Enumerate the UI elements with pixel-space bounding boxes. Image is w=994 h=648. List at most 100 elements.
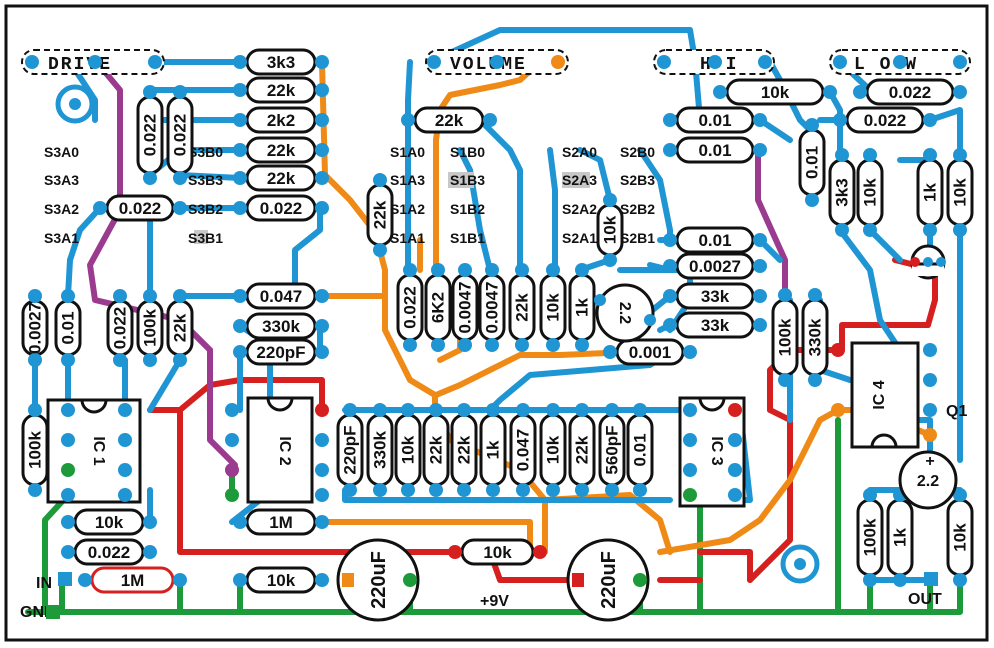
supply-label: +9V: [480, 593, 509, 610]
component-c-0022-v1: 0.022: [136, 85, 164, 185]
component-label: 10k: [267, 571, 296, 590]
svg-text:+: +: [925, 453, 934, 470]
component-c-0022-v3: 0.022: [106, 289, 134, 367]
component-label: 10k: [483, 543, 512, 562]
component-r-1m-in: 1M: [78, 566, 187, 594]
component-c-0022-low-a: 0.022: [853, 78, 967, 106]
component-r-330k-row: 330k: [366, 403, 394, 497]
electrolytic-cap-2-2-out: 2.2 +: [898, 450, 958, 510]
component-c-0022-mid: 0.022: [233, 194, 329, 222]
cap-label: 2.2: [917, 473, 939, 490]
component-label: 330k: [262, 317, 300, 336]
component-label: 10k: [951, 178, 970, 207]
component-r-3k3-top: 3k3: [233, 48, 329, 76]
component-r-10k-v: 10k: [856, 148, 884, 237]
cap-label: 220uF: [598, 551, 620, 609]
switch-s1-labels: S1A0 S1A3 S1A2 S1A1 S1B0 S1B3 S1B2 S1B1: [390, 144, 485, 246]
component-c-00027-l: 0.0027: [21, 289, 49, 367]
component-r-22k-vert: 22k: [366, 173, 394, 257]
component-label: 330k: [371, 431, 390, 469]
switch-s3-labels: S3A0 S3A3 S3A2 S3A1 S3B0 S3B3 S3B2 S3B1: [44, 144, 223, 246]
component-r-2k2: 2k2: [233, 106, 329, 134]
component-r-6k2: 6K2: [424, 263, 452, 352]
switch-label: S3B1: [188, 230, 223, 246]
pot-hi: H I: [653, 49, 775, 75]
component-label: 2k2: [267, 111, 295, 130]
switch-label: S3A1: [44, 230, 79, 246]
ic1-label: IC 1: [90, 436, 107, 465]
switch-s2-labels: S2A0 S2A3 S2A2 S2A1 S2B0 S2B3 S2B2 S2B1: [562, 144, 655, 246]
mounting-hole-icon: [55, 84, 95, 124]
component-c-001-r: 0.01: [663, 226, 767, 254]
component-label: 0.01: [803, 146, 822, 179]
component-r-330k-h: 330k: [233, 312, 329, 340]
component-label: 0.022: [889, 83, 932, 102]
component-label: 10k: [601, 215, 620, 244]
switch-label: S2A1: [562, 230, 597, 246]
component-label: 0.022: [119, 199, 162, 218]
component-label: 22k: [171, 313, 190, 342]
component-r-1k-out: 1k: [886, 488, 914, 587]
component-r-1k-v: 1k: [916, 148, 944, 237]
component-r-10k-row: 10k: [539, 263, 567, 352]
component-r-100k-v: 100k: [136, 289, 164, 367]
pot-volume-label: VOLUME: [450, 55, 527, 75]
component-r-10k-row3: 10k: [539, 403, 567, 497]
component-label: 100k: [861, 518, 880, 556]
component-label: 10k: [951, 523, 970, 552]
component-label: 1k: [891, 528, 910, 547]
switch-label: S2B0: [620, 144, 655, 160]
ic4-label: IC 4: [871, 380, 888, 409]
ic2-chip: IC 2: [225, 396, 329, 504]
switch-label: S2B1: [620, 230, 655, 246]
pot-volume: VOLUME: [425, 49, 569, 75]
switch-label: S1B2: [450, 201, 485, 217]
component-label: 0.022: [260, 199, 303, 218]
component-label: 560pF: [603, 425, 622, 474]
component-label: 0.0027: [26, 302, 45, 354]
component-c-001-l: 0.01: [54, 289, 82, 367]
component-c-0022-row: 0.022: [396, 263, 424, 352]
component-r-10k-vert2: 10k: [596, 193, 624, 267]
mounting-hole-icon: [780, 544, 820, 584]
io-labels: IN GND +9V OUT: [20, 572, 942, 621]
switch-label: S2B3: [620, 172, 655, 188]
component-label: 33k: [701, 316, 730, 335]
switch-label: S1B3: [450, 172, 485, 188]
component-r-10k-row2: 10k: [394, 403, 422, 497]
component-c-560p: 560pF: [598, 403, 626, 497]
component-label: 0.0047: [483, 282, 502, 334]
switch-label: S3B0: [188, 144, 223, 160]
component-r-22k-v: 22k: [166, 289, 194, 367]
component-label: 22k: [371, 200, 390, 229]
component-r-10k-v2: 10k: [946, 148, 974, 237]
electrolytic-cap-220uf-a: 220uF: [336, 538, 420, 622]
component-r-22k-row3: 22k: [450, 403, 478, 497]
component-label: 0.047: [514, 429, 533, 472]
switch-label: S2A0: [562, 144, 597, 160]
component-c-001-hi-a: 0.01: [663, 106, 767, 134]
switch-label: S1A3: [390, 172, 425, 188]
component-label: 22k: [267, 81, 296, 100]
component-r-33k-a: 33k: [663, 282, 767, 310]
switch-label: S3B3: [188, 172, 223, 188]
component-label: 0.001: [629, 343, 672, 362]
component-label: 0.0027: [689, 257, 741, 276]
component-label: 220pF: [341, 425, 360, 474]
component-label: 10k: [95, 513, 124, 532]
component-c-0047-b: 0.0047: [478, 263, 506, 352]
switch-label: S3A2: [44, 201, 79, 217]
component-label: 22k: [573, 435, 592, 464]
ic3-label: IC 3: [708, 436, 725, 465]
component-label: 10k: [861, 178, 880, 207]
component-r-1m-ic2: 1M: [233, 508, 329, 536]
pot-low: L O W: [829, 49, 971, 75]
component-label: 10k: [761, 83, 790, 102]
component-r-22k-row2: 22k: [422, 403, 450, 497]
component-r-100k-ic1: 100k: [21, 403, 49, 497]
component-c-220p-row: 220pF: [336, 403, 364, 497]
component-c-0022-left: 0.022: [93, 194, 187, 222]
component-label: 10k: [544, 435, 563, 464]
ic2-label: IC 2: [276, 436, 293, 465]
